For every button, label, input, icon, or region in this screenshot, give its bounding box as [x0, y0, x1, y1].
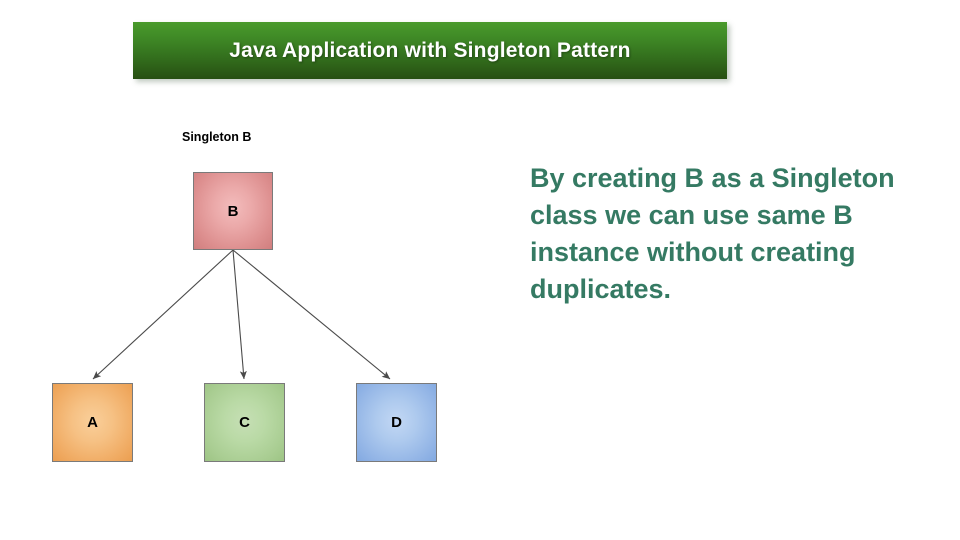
node-d-label: D	[391, 414, 402, 431]
node-box-c[interactable]: C	[204, 383, 285, 462]
arrow-b-to-a	[92, 249, 234, 380]
node-b-label: B	[227, 202, 239, 220]
node-a-label: A	[87, 414, 98, 431]
explanation-text: By creating B as a Singleton class we ca…	[530, 163, 895, 304]
node-box-a[interactable]: A	[52, 383, 133, 462]
arrow-b-to-d	[232, 249, 391, 380]
title-banner: Java Application with Singleton Pattern	[133, 22, 727, 79]
singleton-b-label: Singleton B	[182, 130, 252, 144]
node-box-d[interactable]: D	[356, 383, 437, 462]
arrow-b-to-c	[232, 249, 247, 380]
node-c-label: C	[239, 414, 250, 431]
node-box-b[interactable]: B	[193, 172, 273, 250]
title-text: Java Application with Singleton Pattern	[229, 38, 631, 62]
singleton-diagram: Singleton B B A C D	[52, 130, 437, 462]
